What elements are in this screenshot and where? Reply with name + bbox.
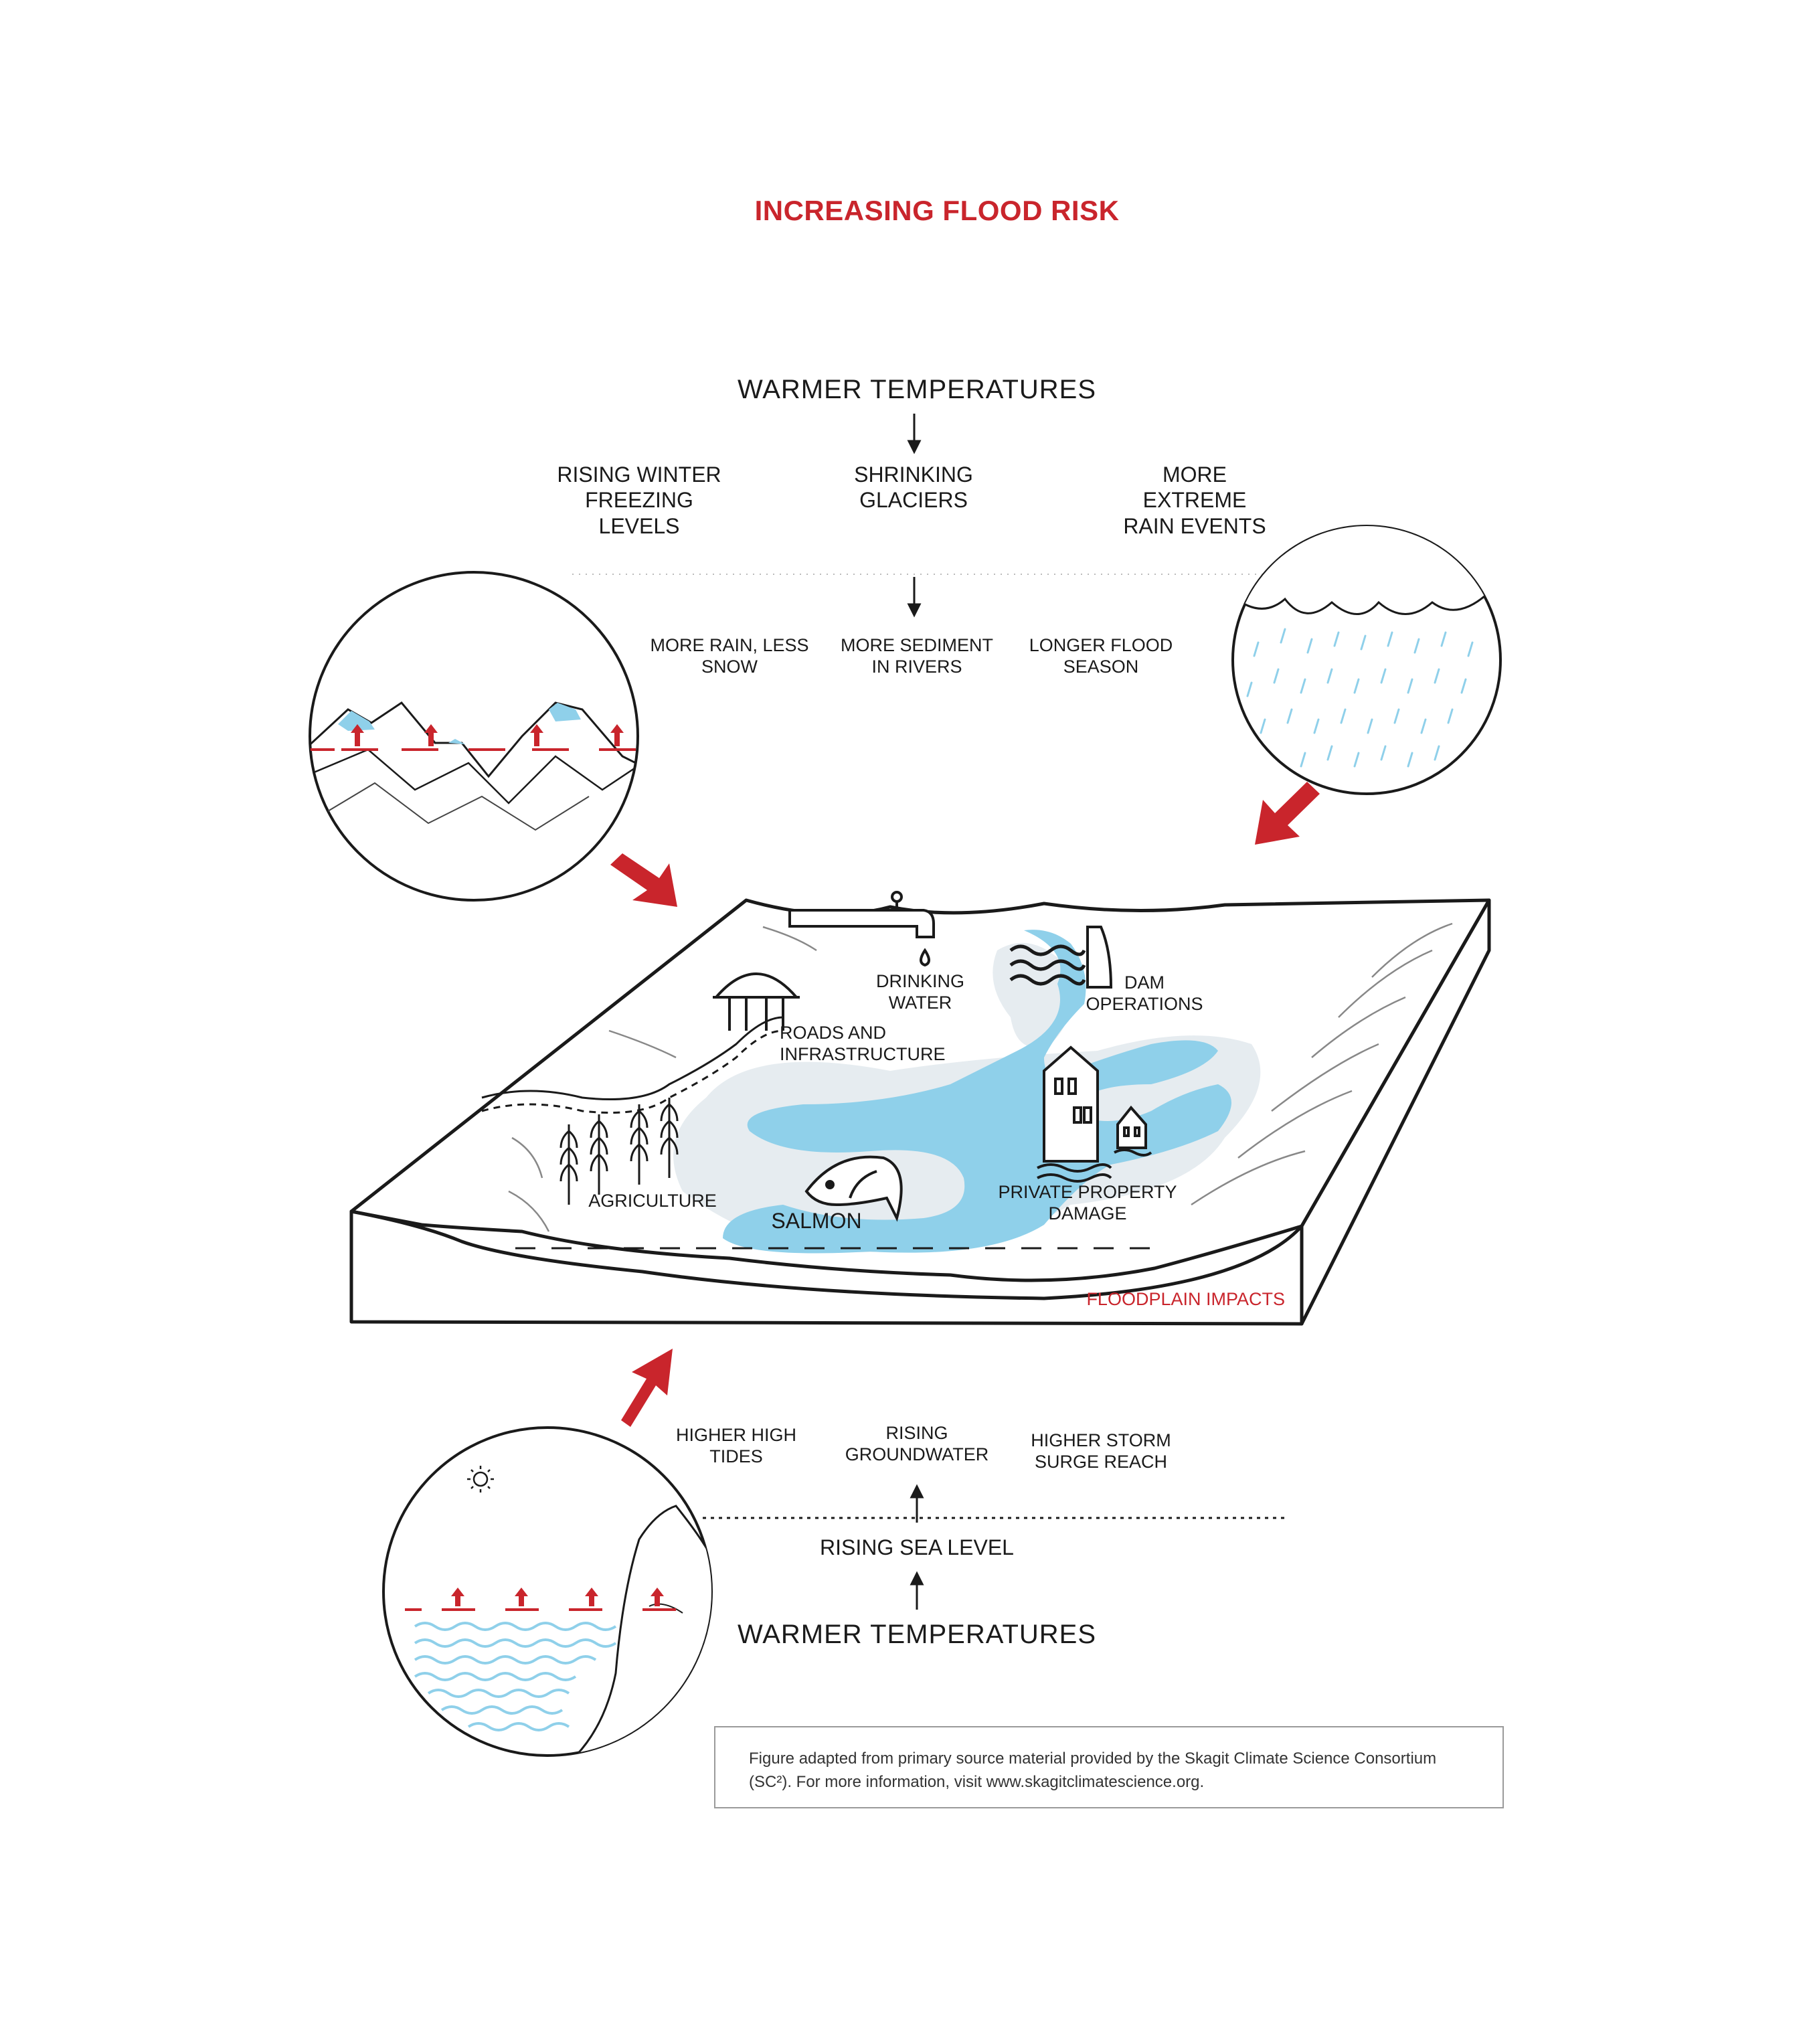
rain-circle <box>1231 525 1502 795</box>
outcome-sediment: MORE SEDIMENT IN RIVERS <box>840 635 993 677</box>
effect-shrinking-glaciers: SHRINKING GLACIERS <box>854 462 973 513</box>
house-icon <box>1037 1045 1152 1183</box>
source-credit-text: Figure adapted from primary source mater… <box>749 1750 1437 1791</box>
effect-sea-level: RISING SEA LEVEL <box>820 1535 1014 1559</box>
page-title: INCREASING FLOOD RISK <box>754 195 1120 226</box>
label-property-damage: PRIVATE PROPERTY DAMAGE <box>998 1182 1177 1224</box>
raindrops <box>1246 628 1474 768</box>
label-drinking-water: DRINKING WATER <box>875 971 964 1013</box>
sea-level-circle <box>382 1426 713 1757</box>
dam-icon <box>1009 926 1113 989</box>
wheat-icon <box>560 1098 679 1205</box>
red-arrow-icon <box>621 1349 673 1427</box>
floodplain-block <box>349 891 1491 1326</box>
effect-freezing-levels: RISING WINTER FREEZING LEVELS <box>557 462 721 538</box>
source-credit-box: Figure adapted from primary source mater… <box>714 1726 1504 1808</box>
mountain-freezing-level-circle <box>309 571 639 902</box>
label-salmon: SALMON <box>771 1209 862 1233</box>
outcome-longer-season: LONGER FLOOD SEASON <box>1029 635 1173 677</box>
bridge-icon <box>713 972 800 1031</box>
floodplain-impacts-title: FLOODPLAIN IMPACTS <box>1086 1289 1285 1309</box>
red-arrow-icon <box>610 853 677 907</box>
top-driver-label: WARMER TEMPERATURES <box>737 375 1097 404</box>
bottom-driver-label: WARMER TEMPERATURES <box>737 1620 1097 1649</box>
faucet-icon <box>788 891 935 967</box>
outcome-more-rain: MORE RAIN, LESS SNOW <box>650 635 809 677</box>
salmon-icon <box>804 1155 903 1222</box>
outcome-storm-surge: HIGHER STORM SURGE REACH <box>1031 1430 1171 1472</box>
outcome-groundwater: RISING GROUNDWATER <box>845 1423 989 1465</box>
red-arrow-icon <box>1255 782 1320 845</box>
sun-icon <box>467 1466 494 1493</box>
label-dam-operations: DAM OPERATIONS <box>1086 972 1203 1015</box>
outcome-high-tides: HIGHER HIGH TIDES <box>675 1425 796 1467</box>
effect-extreme-rain: MORE EXTREME RAIN EVENTS <box>1123 462 1266 538</box>
label-agriculture: AGRICULTURE <box>588 1191 717 1211</box>
label-roads: ROADS AND INFRASTRUCTURE <box>780 1023 946 1065</box>
